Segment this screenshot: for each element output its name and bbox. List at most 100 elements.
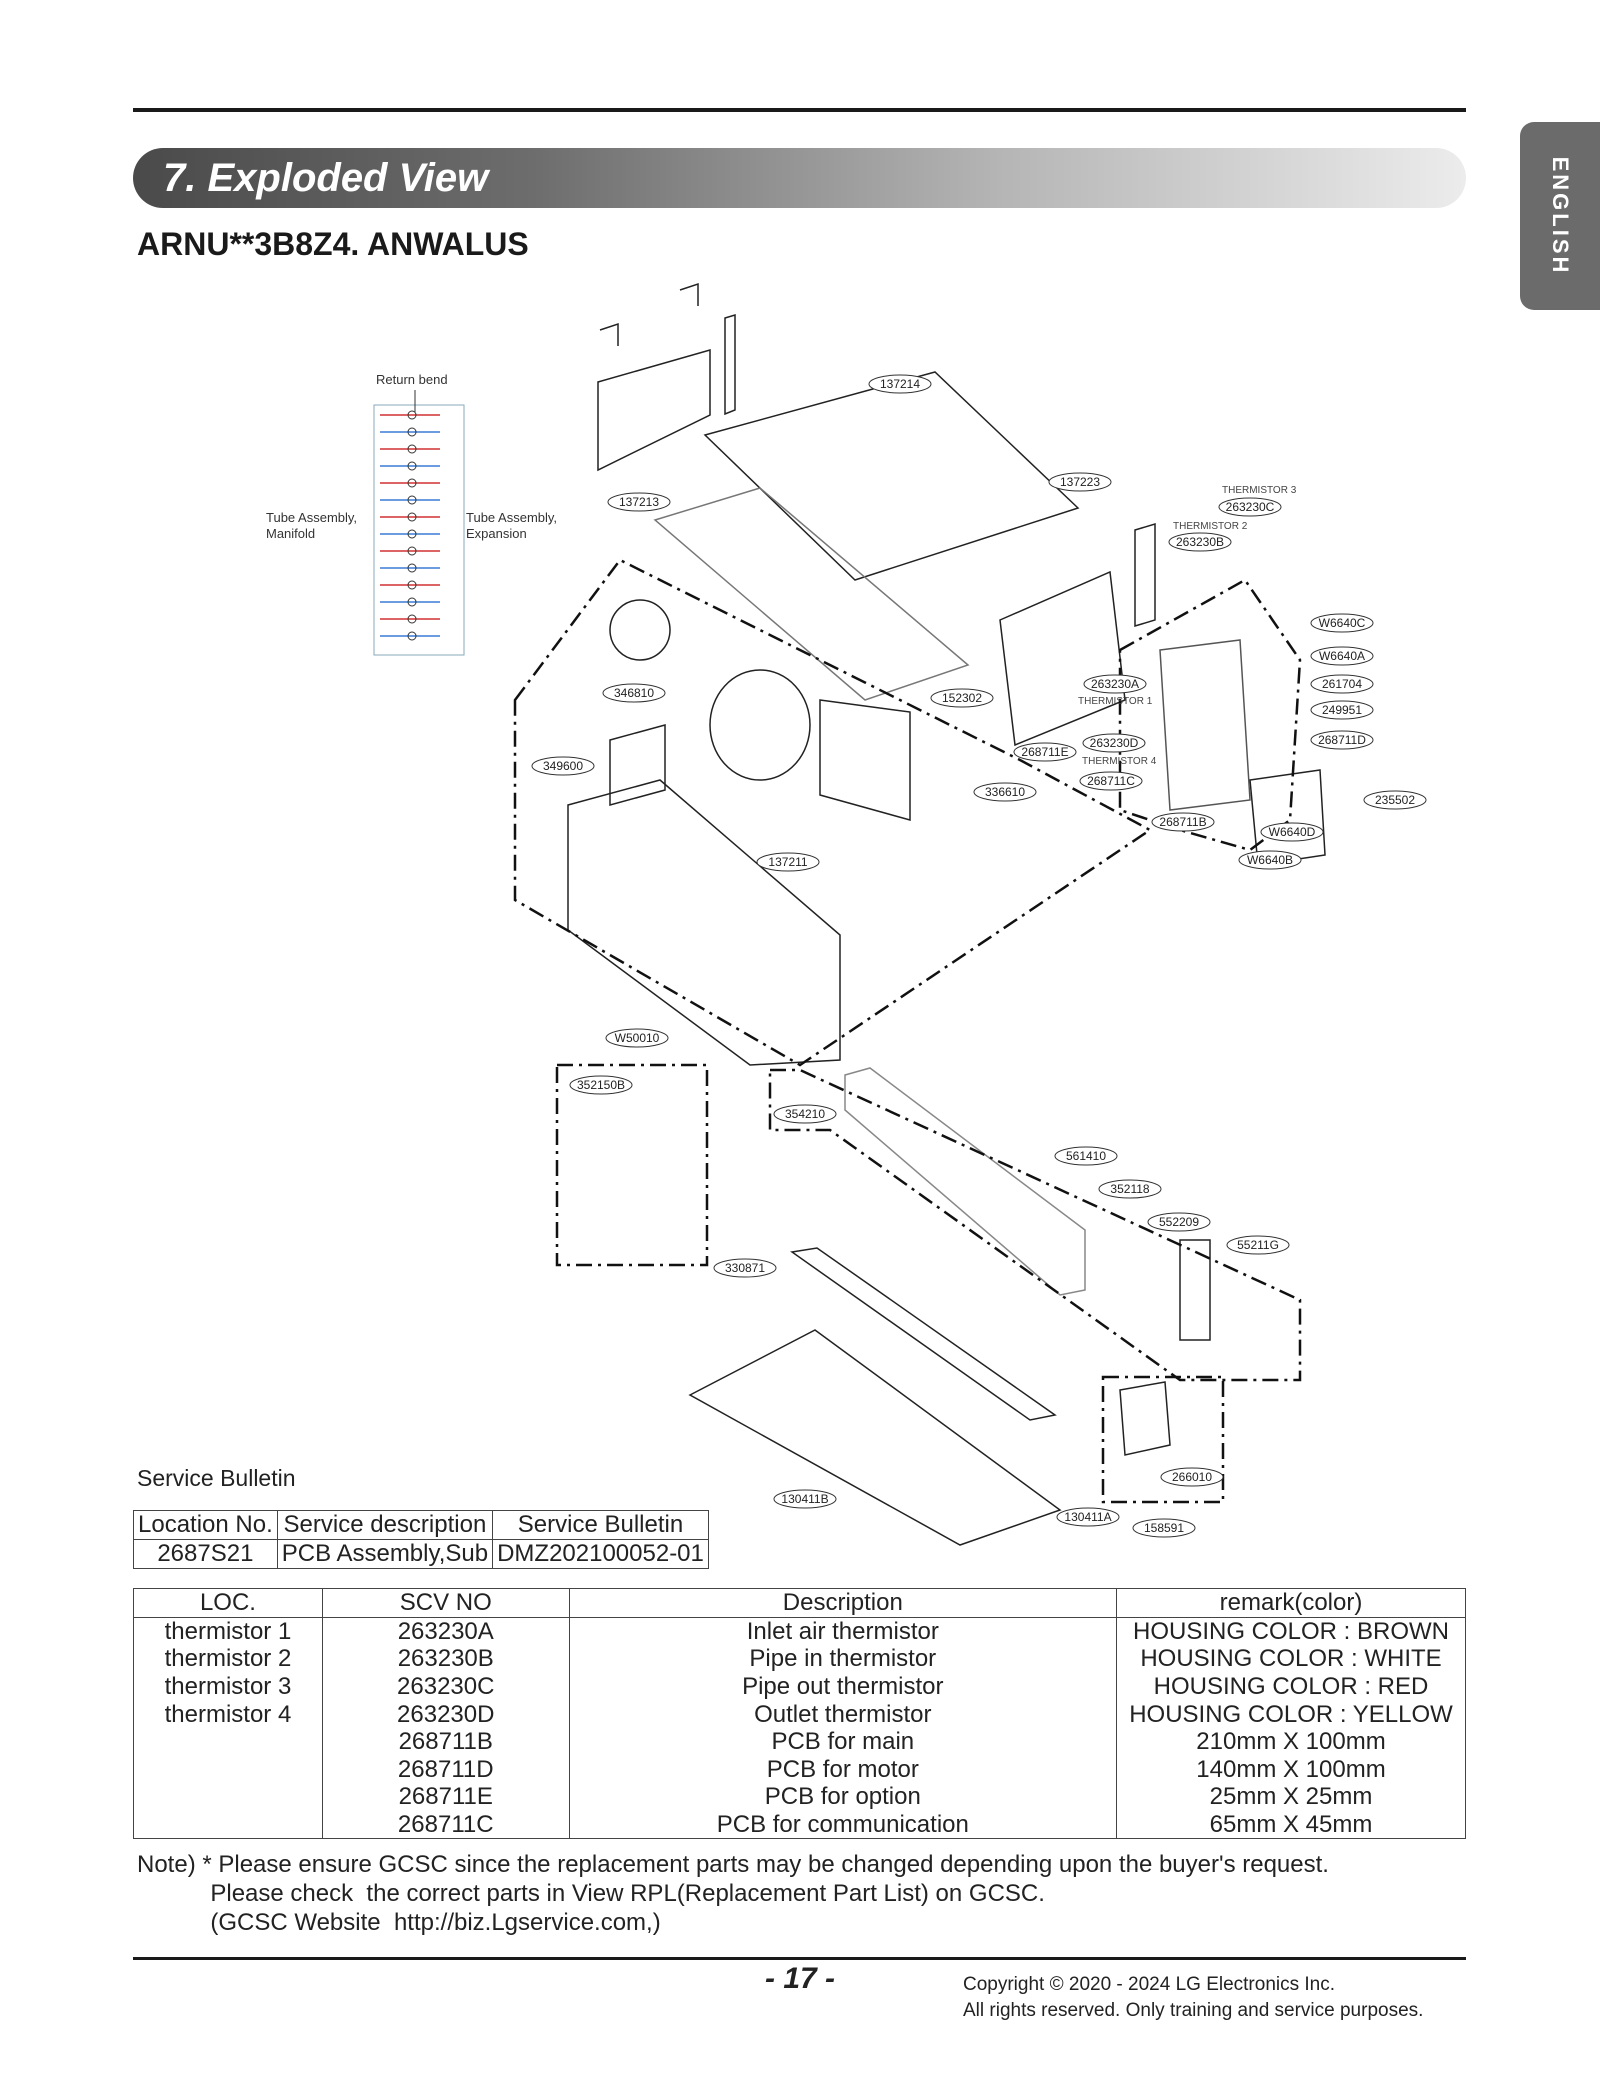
part-number-label: 263230C bbox=[1226, 500, 1275, 514]
part-number-label: 349600 bbox=[543, 759, 583, 773]
part-number-label: 346810 bbox=[614, 686, 654, 700]
table-cell: PCB Assembly,Sub bbox=[276, 1539, 494, 1569]
part-callout-bubble bbox=[973, 782, 1037, 802]
part-number-label: 330871 bbox=[725, 1261, 765, 1275]
part-callout-bubble bbox=[1048, 472, 1112, 492]
section-title: 7. Exploded View bbox=[163, 156, 489, 200]
valve-assembly bbox=[1119, 1381, 1171, 1456]
part-callout-bubble bbox=[1098, 1179, 1162, 1199]
part-callout-bubble bbox=[605, 1028, 669, 1048]
part-callout-bubble bbox=[773, 1489, 837, 1509]
table-cell: 140mm X 100mm bbox=[1116, 1755, 1466, 1784]
table-cell: PCB for communication bbox=[568, 1810, 1118, 1840]
part-number-label: 263230A bbox=[1091, 677, 1139, 691]
part-number-label: 354210 bbox=[785, 1107, 825, 1121]
return-bend-circle bbox=[407, 529, 417, 539]
table-cell: thermistor 1 bbox=[133, 1617, 323, 1646]
part-number-label: 268711D bbox=[1318, 733, 1366, 747]
side-bracket-panel bbox=[597, 349, 711, 472]
fan-motor bbox=[609, 599, 671, 661]
part-number-label: 552209 bbox=[1159, 1215, 1199, 1229]
model-title: ARNU**3B8Z4. ANWALUS bbox=[137, 226, 529, 262]
copyright-line: All rights reserved. Only training and s… bbox=[963, 2000, 1424, 2021]
table-row: 2687S21 PCB Assembly,Sub DMZ202100052-01 bbox=[133, 1539, 709, 1569]
header-cell: Service Bulletin bbox=[492, 1510, 709, 1540]
bottom-panel bbox=[688, 1329, 1062, 1546]
return-bend-circle bbox=[407, 580, 417, 590]
part-callout-bubble bbox=[1079, 771, 1143, 791]
header-cell: Description bbox=[568, 1588, 1118, 1618]
table-cell: Pipe out thermistor bbox=[568, 1672, 1118, 1701]
exploded-view-diagram: Return bend Tube Assembly, Manifold Tube… bbox=[266, 282, 1427, 1546]
part-number-label: W50010 bbox=[615, 1031, 660, 1045]
part-number-label: 561410 bbox=[1066, 1149, 1106, 1163]
part-callout-bubble bbox=[1310, 646, 1374, 666]
side-rail bbox=[724, 313, 736, 416]
part-number-label: 235502 bbox=[1375, 793, 1415, 807]
table-cell: 263230B bbox=[321, 1645, 570, 1673]
part-callout-bubble bbox=[773, 1104, 837, 1124]
part-number-label: 352150B bbox=[577, 1078, 625, 1092]
part-callout-bubble bbox=[1310, 730, 1374, 750]
header-cell: remark(color) bbox=[1116, 1588, 1466, 1618]
valve-group-outline bbox=[1101, 1375, 1225, 1504]
language-tab: ENGLISH bbox=[1520, 122, 1600, 310]
table-cell: thermistor 2 bbox=[133, 1645, 323, 1673]
table-cell bbox=[133, 1755, 323, 1784]
heat-exchanger bbox=[844, 1067, 1086, 1296]
part-callout-bubble bbox=[1132, 1518, 1196, 1538]
part-number-label: 249951 bbox=[1322, 703, 1362, 717]
return-bend-circle bbox=[407, 495, 417, 505]
parts-table: LOC. SCV NO Description remark(color) th… bbox=[133, 1588, 1466, 1840]
thermistor-3-label: THERMISTOR 3 bbox=[1222, 485, 1297, 496]
table-cell bbox=[133, 1727, 323, 1756]
header-cell: Service description bbox=[276, 1510, 494, 1540]
return-bend-circle bbox=[407, 427, 417, 437]
table-header-row: Location No. Service description Service… bbox=[133, 1510, 709, 1540]
part-callout-bubble bbox=[713, 1258, 777, 1278]
table-cell: 25mm X 25mm bbox=[1116, 1783, 1466, 1811]
part-number-label: 352118 bbox=[1110, 1182, 1149, 1196]
top-rule bbox=[133, 108, 1466, 112]
table-cell: HOUSING COLOR : WHITE bbox=[1116, 1645, 1466, 1673]
part-callout-bubble bbox=[531, 756, 595, 776]
table-cell: 210mm X 100mm bbox=[1116, 1727, 1466, 1756]
service-bulletin-title: Service Bulletin bbox=[137, 1465, 296, 1491]
part-number-label: 268711E bbox=[1021, 745, 1068, 759]
part-callout-bubble bbox=[1147, 1212, 1211, 1232]
control-box-cover bbox=[1249, 769, 1326, 866]
coil-group-outline bbox=[768, 1068, 1302, 1382]
part-callout-bubble bbox=[1054, 1146, 1118, 1166]
header-cell: Location No. bbox=[133, 1510, 278, 1540]
return-bend-circle bbox=[407, 563, 417, 573]
table-cell: DMZ202100052-01 bbox=[492, 1539, 709, 1569]
part-callout-bubble bbox=[1310, 613, 1374, 633]
table-cell: thermistor 3 bbox=[133, 1672, 323, 1701]
part-callout-bubble bbox=[607, 492, 671, 512]
part-number-label: 268711B bbox=[1159, 815, 1206, 829]
part-number-label: 130411B bbox=[781, 1492, 828, 1506]
table-cell: PCB for motor bbox=[568, 1755, 1118, 1784]
hanger-bracket-left bbox=[599, 322, 619, 346]
return-bend-circle bbox=[407, 444, 417, 454]
table-cell: 268711B bbox=[321, 1727, 570, 1756]
note-block: Note) * Please ensure GCSC since the rep… bbox=[137, 1850, 1329, 1937]
note-line: (GCSC Website http://biz.Lgservice.com,) bbox=[137, 1909, 661, 1936]
part-callout-bubble bbox=[1310, 700, 1374, 720]
table-cell: Outlet thermistor bbox=[568, 1700, 1118, 1728]
note-line: Please check the correct parts in View R… bbox=[137, 1880, 1045, 1907]
part-number-label: 130411A bbox=[1064, 1510, 1111, 1524]
front-panel bbox=[567, 779, 841, 1066]
table-cell: 263230A bbox=[321, 1617, 570, 1646]
motor-mount bbox=[609, 724, 666, 806]
hanger-bracket-right bbox=[679, 282, 699, 306]
part-callout-bubble bbox=[1260, 822, 1324, 842]
accessory-group-outline bbox=[555, 1063, 709, 1267]
return-bend-circle bbox=[407, 546, 417, 556]
part-number-label: 268711C bbox=[1087, 774, 1135, 788]
